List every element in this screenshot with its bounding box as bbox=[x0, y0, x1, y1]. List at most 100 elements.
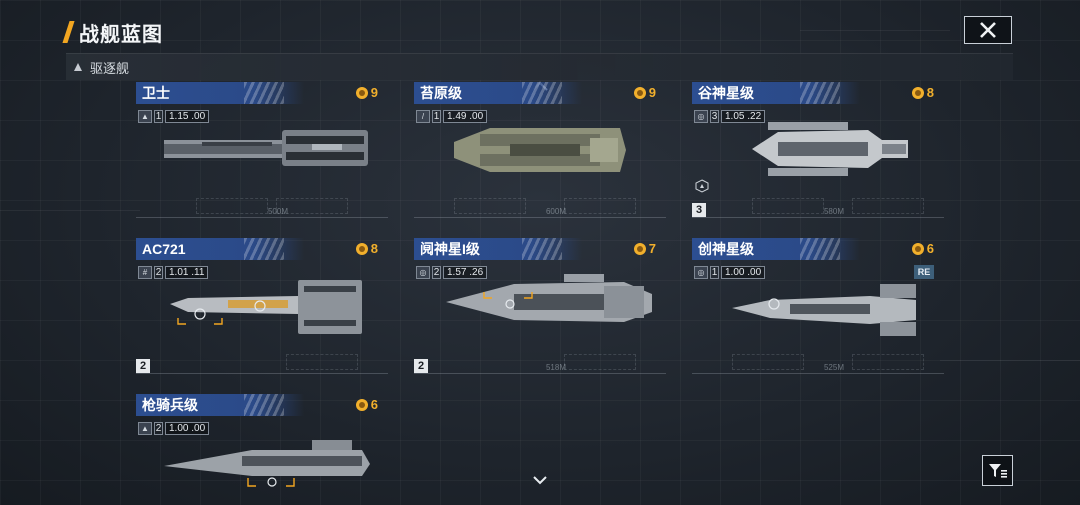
filter-icon bbox=[988, 463, 1007, 478]
scale-label: 600M bbox=[545, 207, 566, 216]
ship-card[interactable]: 枪骑兵级 6 ▲ 2 1.00 .00 bbox=[136, 394, 388, 505]
ship-name: 创神星级 bbox=[698, 241, 754, 257]
stat-value-main: 1.00 bbox=[725, 267, 745, 278]
close-icon bbox=[980, 22, 996, 38]
ground-line bbox=[136, 373, 388, 374]
grid-icon: # bbox=[138, 266, 152, 279]
category-dropdown[interactable]: 驱逐舰 bbox=[66, 53, 1013, 80]
ship-name-bar: AC721 bbox=[136, 238, 304, 260]
cost-value: 6 bbox=[926, 241, 934, 256]
ship-blueprint-image bbox=[446, 274, 652, 322]
ship-stats: ▲ 1 1.15 .00 bbox=[138, 110, 210, 123]
namebar-stripes bbox=[522, 82, 562, 104]
stat-tier: 3 bbox=[710, 110, 719, 123]
missile-icon: ▲ bbox=[138, 422, 152, 435]
ship-name: 谷神星级 bbox=[698, 85, 754, 101]
coin-icon bbox=[911, 86, 924, 99]
ground-line bbox=[136, 217, 388, 218]
blueprint-outline bbox=[852, 198, 924, 214]
stat-value: 1.49 .00 bbox=[443, 110, 488, 123]
tier-badge: 3 bbox=[692, 203, 706, 217]
namebar-stripes bbox=[244, 82, 284, 104]
drone-icon: ◎ bbox=[416, 266, 430, 279]
ship-blueprint-image bbox=[164, 440, 370, 487]
stat-value-main: 1.57 bbox=[447, 267, 467, 278]
filter-button[interactable] bbox=[982, 455, 1013, 486]
ship-cost: 8 bbox=[355, 241, 378, 256]
ship-blueprint-image bbox=[732, 284, 916, 336]
stat-value-main: 1.00 bbox=[169, 423, 189, 434]
coin-icon bbox=[633, 86, 646, 99]
stat-value-sub: .22 bbox=[747, 111, 762, 122]
stat-tier: 2 bbox=[432, 266, 441, 279]
ship-card[interactable]: 谷神星级 8 ◎ 3 1.05 .22 3 580M bbox=[692, 82, 944, 224]
ship-cost: 9 bbox=[355, 85, 378, 100]
stat-value-sub: .00 bbox=[191, 423, 206, 434]
namebar-stripes bbox=[244, 238, 284, 260]
ship-name-bar: 阋神星I级 bbox=[414, 238, 582, 260]
stat-value-sub: .00 bbox=[747, 267, 762, 278]
ship-cost: 8 bbox=[911, 85, 934, 100]
ship-card[interactable]: AC721 8 # 2 1.01 .11 2 bbox=[136, 238, 388, 380]
page-title: 战舰蓝图 bbox=[79, 23, 163, 46]
stat-value: 1.01 .11 bbox=[165, 266, 209, 279]
ship-name: 枪骑兵级 bbox=[142, 397, 198, 413]
cost-value: 9 bbox=[648, 85, 656, 100]
deco-line bbox=[940, 360, 1080, 361]
ship-card[interactable]: 创神星级 6 ◎ 1 1.00 .00 RE 525M bbox=[692, 238, 944, 380]
blueprint-outline bbox=[564, 198, 636, 214]
ship-blueprint-image bbox=[170, 280, 362, 334]
cost-value: 7 bbox=[648, 241, 656, 256]
blueprint-outline bbox=[752, 198, 824, 214]
stat-value: 1.00 .00 bbox=[721, 266, 766, 279]
blueprint-outline bbox=[196, 198, 268, 214]
ship-stats: ◎ 3 1.05 .22 bbox=[694, 110, 766, 123]
ground-line bbox=[692, 373, 944, 374]
ship-stats: # 2 1.01 .11 bbox=[138, 266, 209, 279]
stat-value: 1.15 .00 bbox=[165, 110, 210, 123]
scale-label: 518M bbox=[545, 363, 566, 372]
ship-name: AC721 bbox=[142, 241, 186, 257]
scale-label: 500M bbox=[267, 207, 288, 216]
close-button[interactable] bbox=[964, 16, 1012, 44]
stat-value-main: 1.05 bbox=[725, 111, 745, 122]
ship-cost: 7 bbox=[633, 241, 656, 256]
stat-value: 1.00 .00 bbox=[165, 422, 210, 435]
ship-name-bar: 卫士 bbox=[136, 82, 304, 104]
ship-card[interactable]: 阋神星I级 7 ◎ 2 1.57 .26 2 518M bbox=[414, 238, 666, 380]
stat-value-main: 1.01 bbox=[169, 267, 189, 278]
cost-value: 8 bbox=[926, 85, 934, 100]
stat-value-sub: .00 bbox=[469, 111, 484, 122]
stat-tier: 1 bbox=[710, 266, 719, 279]
deco-line bbox=[800, 30, 950, 31]
ship-blueprint-image bbox=[752, 122, 908, 176]
ship-stats: ◎ 2 1.57 .26 bbox=[416, 266, 488, 279]
stat-value-main: 1.49 bbox=[447, 111, 467, 122]
stat-value-sub: .26 bbox=[469, 267, 484, 278]
category-label: 驱逐舰 bbox=[90, 60, 130, 76]
ship-cost: 6 bbox=[355, 397, 378, 412]
missile-icon: ▲ bbox=[138, 110, 152, 123]
coin-icon bbox=[355, 398, 368, 411]
ship-cost: 9 bbox=[633, 85, 656, 100]
ship-card[interactable]: 卫士 9 ▲ 1 1.15 .00 500M bbox=[136, 82, 388, 224]
deco-line bbox=[0, 210, 140, 211]
coin-icon bbox=[355, 242, 368, 255]
blueprint-outline bbox=[564, 354, 636, 370]
coin-icon bbox=[633, 242, 646, 255]
re-badge: RE bbox=[914, 265, 934, 279]
cost-value: 6 bbox=[370, 397, 378, 412]
stat-value: 1.57 .26 bbox=[443, 266, 488, 279]
cannon-icon: / bbox=[416, 110, 430, 123]
stat-value-sub: .00 bbox=[191, 111, 206, 122]
blueprint-outline bbox=[286, 354, 358, 370]
ship-stats: / 1 1.49 .00 bbox=[416, 110, 488, 123]
hexagon-icon bbox=[695, 179, 709, 193]
ship-card[interactable]: 苔原级 9 / 1 1.49 .00 600M bbox=[414, 82, 666, 224]
ship-name-bar: 创神星级 bbox=[692, 238, 860, 260]
chevron-down-icon[interactable] bbox=[532, 474, 548, 486]
ship-name-bar: 苔原级 bbox=[414, 82, 582, 104]
blueprint-outline bbox=[732, 354, 804, 370]
namebar-stripes bbox=[800, 82, 840, 104]
blueprint-outline bbox=[454, 198, 526, 214]
